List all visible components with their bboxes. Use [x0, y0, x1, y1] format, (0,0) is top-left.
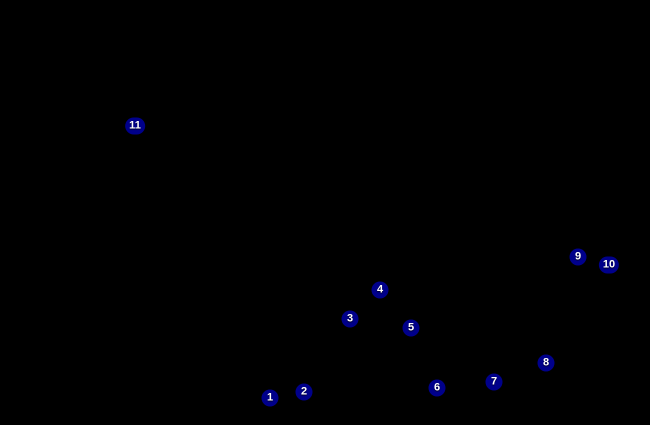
numbered-marker-8[interactable]: 8 — [537, 354, 555, 372]
numbered-marker-4[interactable]: 4 — [371, 281, 389, 299]
numbered-marker-7[interactable]: 7 — [485, 373, 503, 391]
numbered-marker-5[interactable]: 5 — [402, 319, 420, 337]
numbered-marker-1[interactable]: 1 — [261, 389, 279, 407]
numbered-marker-10[interactable]: 10 — [598, 256, 620, 274]
numbered-marker-3[interactable]: 3 — [341, 310, 359, 328]
numbered-marker-6[interactable]: 6 — [428, 379, 446, 397]
numbered-marker-2[interactable]: 2 — [295, 383, 313, 401]
numbered-marker-9[interactable]: 9 — [569, 248, 587, 266]
numbered-marker-11[interactable]: 11 — [125, 117, 145, 135]
